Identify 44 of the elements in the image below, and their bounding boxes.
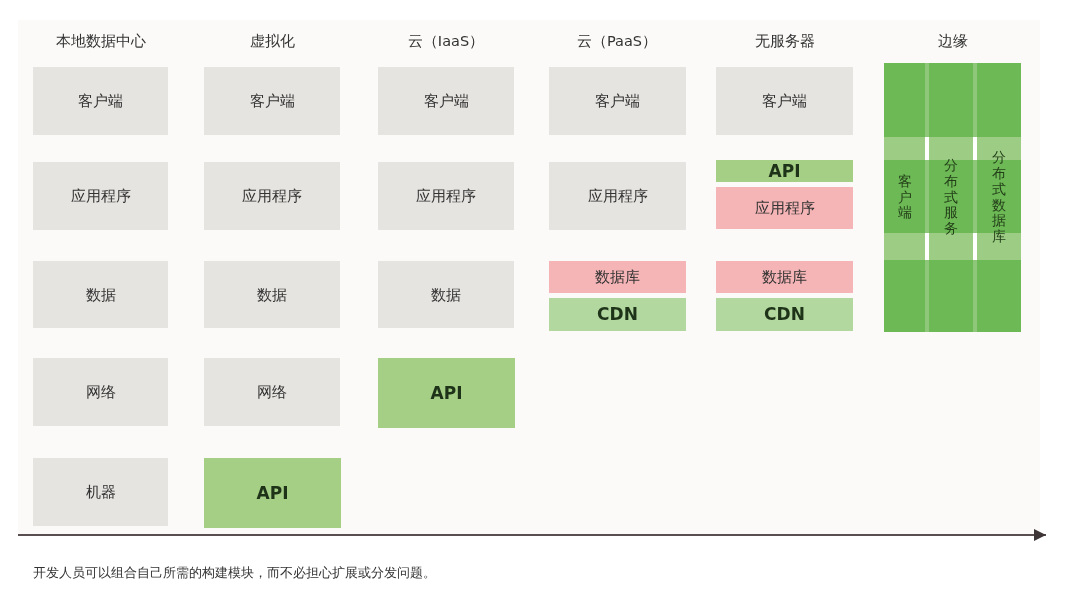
block-label: 数据 bbox=[85, 285, 116, 304]
block-label: 应用程序 bbox=[754, 199, 815, 217]
block-label: API bbox=[256, 482, 289, 504]
column-heading: 云（PaaS） bbox=[576, 33, 658, 51]
block-label: 客户端 bbox=[249, 92, 295, 110]
block-label: 应用程序 bbox=[416, 187, 476, 205]
block-label: 数据 bbox=[431, 285, 461, 304]
column-heading: 本地数据中心 bbox=[56, 33, 146, 51]
strip-label: 客户端 bbox=[897, 174, 912, 221]
vertical-strip bbox=[929, 63, 973, 332]
caption: 开发人员可以组合自己所需的构建模块，而不必担心扩展或分发问题。 bbox=[33, 565, 436, 582]
block-label: 网络 bbox=[85, 383, 116, 401]
block-label: 客户端 bbox=[762, 92, 807, 110]
stack-block bbox=[549, 261, 686, 293]
stack-block bbox=[716, 298, 853, 331]
stack-block bbox=[204, 458, 341, 528]
block-label: 应用程序 bbox=[70, 187, 131, 205]
block-label: 数据库 bbox=[595, 268, 640, 286]
block-label: 数据库 bbox=[762, 268, 807, 286]
stack-block bbox=[716, 261, 853, 293]
block-label: 客户端 bbox=[595, 92, 640, 110]
block-label: API bbox=[430, 382, 463, 404]
block-label: 应用程序 bbox=[587, 187, 648, 205]
vertical-strip bbox=[884, 63, 925, 332]
column-heading: 虚拟化 bbox=[249, 33, 295, 51]
block-label: 客户端 bbox=[423, 92, 469, 110]
block-label: API bbox=[768, 160, 801, 182]
block-label: 数据 bbox=[257, 285, 287, 304]
block-label: 应用程序 bbox=[242, 187, 302, 205]
block-label: CDN bbox=[764, 304, 805, 325]
stack-block bbox=[378, 358, 515, 428]
block-label: CDN bbox=[597, 304, 638, 325]
column-heading: 无服务器 bbox=[755, 33, 815, 51]
column-heading: 云（IaaS） bbox=[407, 33, 485, 51]
strip-label: 分布式服务 bbox=[944, 158, 958, 237]
stack-block bbox=[549, 298, 686, 331]
column-heading: 边缘 bbox=[938, 33, 968, 51]
stack-block bbox=[716, 160, 853, 182]
vertical-strip bbox=[977, 63, 1021, 332]
strip-label: 分布式数据库 bbox=[992, 150, 1006, 245]
block-label: 机器 bbox=[85, 483, 116, 501]
block-label: 网络 bbox=[257, 383, 287, 401]
block-label: 客户端 bbox=[78, 92, 123, 110]
stack-block bbox=[716, 187, 853, 229]
